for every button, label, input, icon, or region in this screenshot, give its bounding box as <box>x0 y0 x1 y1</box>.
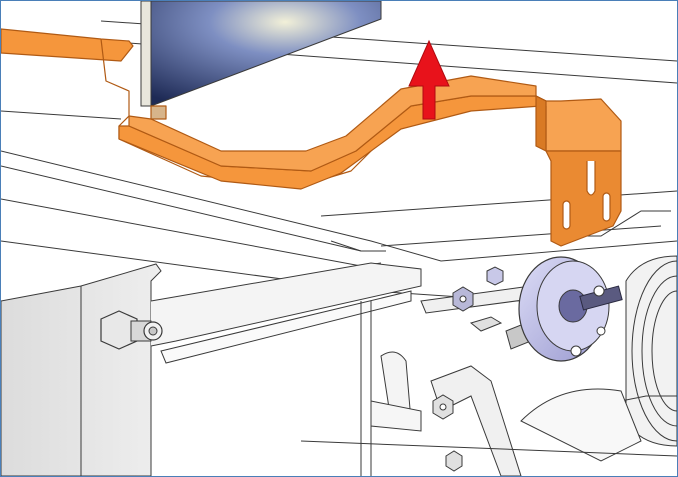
lower-linkage <box>300 351 677 476</box>
left-panel <box>1 262 422 476</box>
textured-block <box>140 1 382 107</box>
orange-bracket <box>1 28 622 247</box>
rod-clamp-assembly <box>420 256 623 362</box>
lift-arrow <box>408 39 450 120</box>
hex-fitting <box>100 310 163 350</box>
